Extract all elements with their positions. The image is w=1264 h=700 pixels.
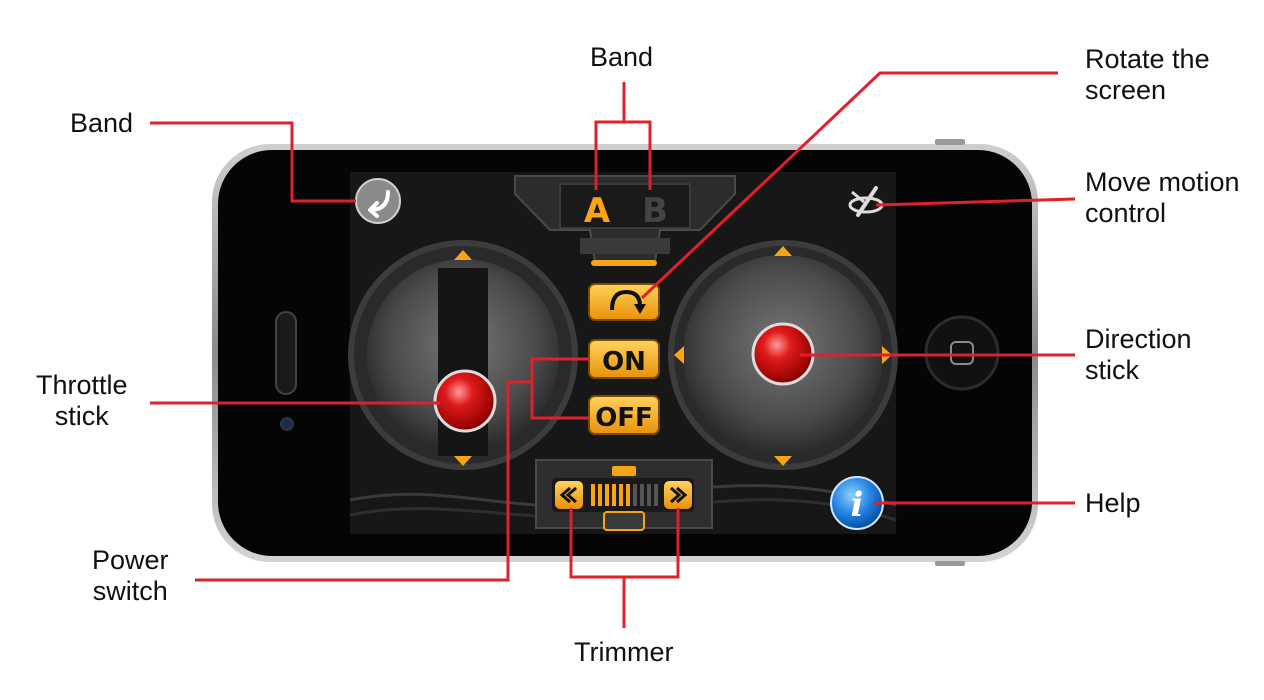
direction-down-arrow (774, 456, 792, 466)
home-button[interactable] (924, 315, 1000, 391)
trimmer-left-icon (559, 486, 577, 504)
direction-up-arrow (774, 246, 792, 256)
leader-rotate (640, 71, 1058, 300)
label-trimmer: Trimmer (574, 637, 674, 667)
rotate-icon (610, 289, 642, 311)
label-help: Help (1085, 488, 1141, 518)
rotate-screen-button[interactable] (588, 283, 660, 321)
trimmer-slider[interactable] (603, 511, 645, 531)
throttle-down-arrow (454, 456, 472, 466)
phone-side-button (935, 561, 965, 566)
power-off-button[interactable] (588, 395, 660, 435)
trimmer-cap (612, 466, 636, 476)
leader-band-top-bracket (594, 120, 652, 190)
trimmer-scale (591, 484, 658, 506)
power-on-label: ON (602, 347, 646, 377)
home-button-icon (950, 341, 974, 365)
phone-speaker (275, 311, 297, 395)
band-display (559, 183, 691, 229)
leader-lines (150, 71, 1076, 628)
leader-motion (875, 197, 1076, 207)
band-indicator (591, 260, 657, 266)
leader-power (195, 380, 532, 582)
direction-left-arrow (674, 346, 684, 364)
trimmer-right-icon (670, 486, 688, 504)
band-a-button[interactable]: A (584, 191, 611, 231)
band-grille (580, 238, 670, 254)
band-b-button[interactable]: B (642, 191, 668, 231)
leader-band-left (150, 121, 356, 203)
phone-side-button (935, 139, 965, 145)
throttle-up-arrow (454, 250, 472, 260)
leader-power-bracket (530, 357, 590, 420)
power-off-label: OFF (595, 403, 653, 433)
help-icon: i (851, 485, 864, 525)
phone-camera (280, 417, 294, 431)
back-arrow-icon (368, 190, 390, 218)
throttle-stick[interactable] (433, 369, 497, 433)
rotate-icon (634, 304, 646, 314)
label-band-left: Band (70, 108, 134, 138)
label-band-top: Band (590, 42, 654, 72)
